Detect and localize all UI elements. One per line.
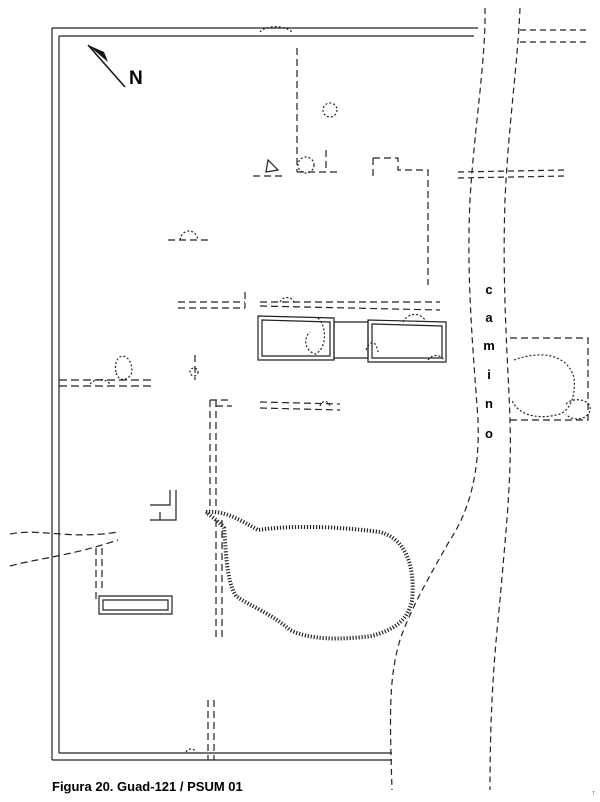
site-boundary <box>51 27 478 761</box>
north-label: N <box>129 68 143 89</box>
figure-caption: Figura 20. Guad-121 / PSUM 01 <box>52 779 243 794</box>
small-bracket-structure <box>150 490 177 521</box>
road-label-letter: m <box>483 338 495 353</box>
central-structures <box>257 315 447 363</box>
road-camino <box>389 7 590 791</box>
road-label-letter: c <box>485 282 493 297</box>
interior-features <box>9 48 589 760</box>
road-label-letter: o <box>485 426 493 441</box>
triangle-marker <box>265 158 280 173</box>
north-arrow-icon <box>87 44 126 88</box>
large-depression <box>204 509 415 641</box>
road-label-letter: i <box>487 367 491 382</box>
mounds <box>89 26 591 753</box>
small-rect-structure <box>98 595 173 615</box>
page-mark: 7 <box>592 791 595 797</box>
road-label-letter: a <box>485 310 493 325</box>
road-label-letter: n <box>485 396 493 411</box>
